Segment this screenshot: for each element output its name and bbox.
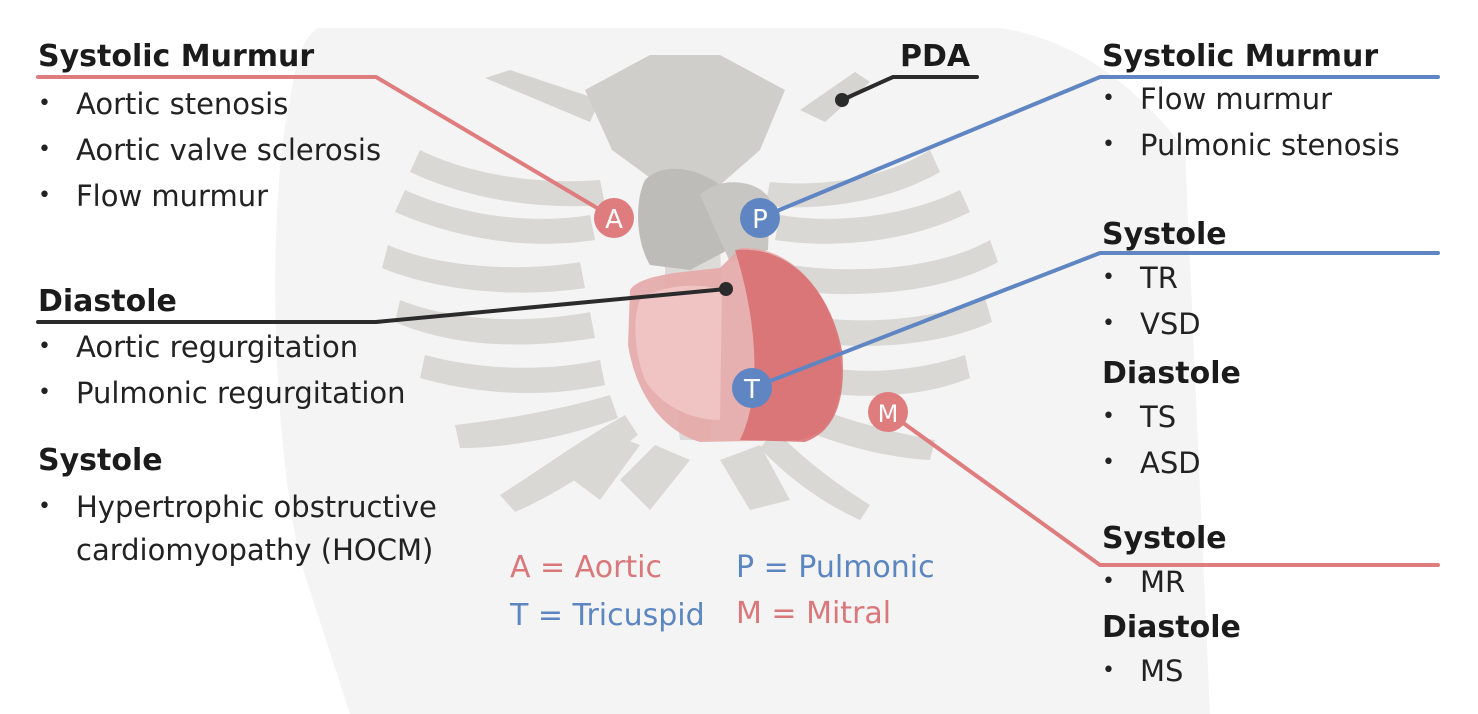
diastole-section-left: Diastole Aortic regurgitation Pulmonic r… [38, 284, 406, 417]
systole-list-left: Hypertrophic obstructive cardiomyopathy … [38, 484, 437, 570]
diastole-leader-line [36, 287, 728, 324]
pulmonic-systolic-murmur-section: Systolic Murmur Flow murmur Pulmonic ste… [1102, 39, 1400, 169]
list-item: Aortic stenosis [38, 81, 381, 127]
systole-heading-left: Systole [38, 443, 163, 478]
tricuspid-systole-heading: Systole [1102, 217, 1227, 252]
key-tricuspid: T = Tricuspid [510, 598, 705, 633]
aortic-leader-line [36, 75, 616, 220]
aortic-systolic-murmur-section: Systolic Murmur Aortic stenosis Aortic v… [38, 39, 381, 220]
hocm-line-1: Hypertrophic obstructive [76, 490, 437, 524]
pulmonic-marker[interactable]: P [740, 198, 780, 238]
pda-leader-line [840, 75, 979, 102]
tricuspid-diastole-list: TS ASD [1102, 394, 1241, 486]
tricuspid-leader-line [750, 251, 1440, 390]
pulmonic-systolic-heading: Systolic Murmur [1102, 39, 1379, 74]
mitral-section: Systole MR Diastole MS [1102, 521, 1241, 695]
pda-label: PDA [900, 39, 971, 74]
list-item: TS [1102, 394, 1241, 440]
systole-section-left: Systole Hypertrophic obstructive cardiom… [38, 444, 437, 570]
key-mitral: M = Mitral [736, 596, 892, 631]
list-item: Pulmonic stenosis [1102, 122, 1400, 168]
pda-section: PDA [900, 40, 970, 74]
diastole-pointer-dot [719, 282, 733, 296]
pulmonic-marker-label: P [752, 205, 768, 235]
tricuspid-marker-label: T [743, 375, 760, 405]
pulmonic-systolic-list: Flow murmur Pulmonic stenosis [1102, 76, 1400, 168]
diastole-heading-left: Diastole [38, 284, 177, 319]
list-item: Aortic regurgitation [38, 324, 406, 370]
list-item: Flow murmur [1102, 76, 1400, 122]
rib-cage-illustration [382, 55, 998, 520]
mitral-systole-list: MR [1102, 559, 1241, 605]
tricuspid-marker[interactable]: T [732, 368, 772, 408]
diastole-list-left: Aortic regurgitation Pulmonic regurgitat… [38, 324, 406, 416]
tricuspid-section: Systole TR VSD Diastole TS ASD [1102, 217, 1241, 487]
aortic-marker-label: A [605, 205, 623, 235]
list-item: Pulmonic regurgitation [38, 370, 406, 416]
list-item: Hypertrophic obstructive cardiomyopathy … [38, 484, 437, 570]
list-item: MR [1102, 559, 1241, 605]
mitral-marker-label: M [878, 400, 899, 428]
list-item: ASD [1102, 440, 1241, 486]
list-item: Aortic valve sclerosis [38, 127, 381, 173]
list-item: VSD [1102, 301, 1241, 347]
mitral-diastole-list: MS [1102, 648, 1241, 694]
aortic-marker[interactable]: A [594, 198, 634, 238]
mitral-leader-line [886, 410, 1440, 567]
list-item: TR [1102, 255, 1241, 301]
tricuspid-systole-list: TR VSD [1102, 255, 1241, 347]
key-pulmonic: P = Pulmonic [736, 550, 935, 585]
mitral-diastole-heading: Diastole [1102, 610, 1241, 645]
list-item: MS [1102, 648, 1241, 694]
mitral-marker[interactable]: M [868, 392, 908, 432]
aortic-systolic-heading: Systolic Murmur [38, 39, 315, 74]
pda-pointer-dot [835, 93, 849, 107]
key-aortic: A = Aortic [510, 550, 663, 585]
aortic-systolic-list: Aortic stenosis Aortic valve sclerosis F… [38, 81, 381, 219]
hocm-line-2: cardiomyopathy (HOCM) [76, 533, 434, 567]
tricuspid-diastole-heading: Diastole [1102, 356, 1241, 391]
list-item: Flow murmur [38, 173, 381, 219]
mitral-systole-heading: Systole [1102, 521, 1227, 556]
heart-illustration [628, 168, 843, 442]
